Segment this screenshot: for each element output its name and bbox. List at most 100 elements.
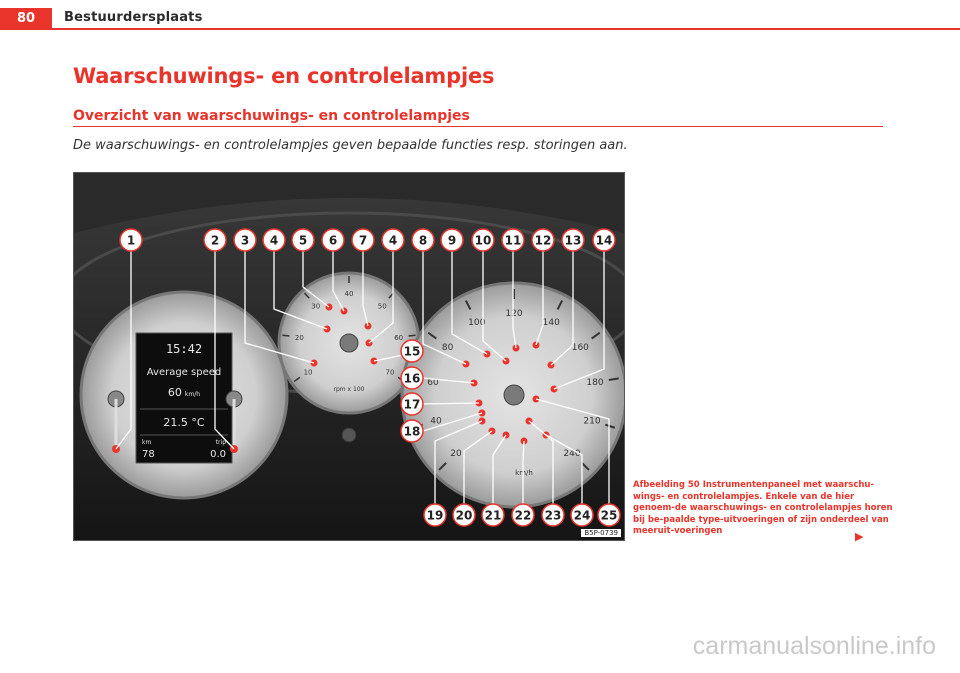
callout-leader-line xyxy=(302,251,330,308)
speedo-hub xyxy=(503,384,525,406)
callout-leader-line xyxy=(535,398,610,504)
lcd-trip-label: trip xyxy=(216,439,226,446)
callout-badge xyxy=(119,228,143,252)
speedometer-tick-mark xyxy=(591,331,601,340)
watermark: carmanualsonline.info xyxy=(692,632,936,660)
speedometer-tick-mark xyxy=(581,462,590,471)
tachometer-tick-label: 50 xyxy=(378,303,387,311)
tachometer-tick-label: 20 xyxy=(295,334,304,342)
speedometer-tick-mark xyxy=(556,300,564,310)
callout-number: 6 xyxy=(329,234,337,248)
callout-badge xyxy=(501,228,525,252)
next-page-arrow-icon: ▶ xyxy=(855,531,864,543)
speedometer-tick-label: 160 xyxy=(572,343,589,353)
callout-leader-line xyxy=(332,251,345,312)
callout-leader-line xyxy=(434,420,483,504)
callout-leader-line xyxy=(214,251,235,450)
callout-badge xyxy=(321,228,345,252)
tachometer-tick-mark xyxy=(303,292,310,299)
callout-leader-line xyxy=(422,251,467,365)
callout-number: 12 xyxy=(535,234,552,248)
callout-number: 2 xyxy=(211,234,219,248)
callout-number: 14 xyxy=(596,234,613,248)
callout-leader-line xyxy=(244,251,315,364)
callout-badge xyxy=(592,228,616,252)
section-rule xyxy=(73,126,883,127)
callout-number: 15 xyxy=(404,345,421,359)
callout-badge xyxy=(400,419,424,443)
callout-number: 1 xyxy=(127,234,135,248)
callout-leader-line xyxy=(422,412,483,432)
speedometer-tick-label: 20 xyxy=(450,449,462,459)
section-title: Overzicht van waarschuwings- en controle… xyxy=(73,108,470,124)
callout-number: 11 xyxy=(505,234,522,248)
callout-number: 22 xyxy=(515,509,532,523)
callout-number: 25 xyxy=(601,509,618,523)
reset-knob xyxy=(341,427,357,443)
callout-number: 17 xyxy=(404,398,421,412)
callout-leader-line xyxy=(463,430,493,504)
speedometer-tick-label: 40 xyxy=(430,416,442,426)
callout-badge xyxy=(400,392,424,416)
lcd-display xyxy=(135,332,233,464)
callout-badge xyxy=(541,503,565,527)
tachometer-tick-mark xyxy=(282,334,290,337)
callout-number: 16 xyxy=(404,372,421,386)
section-name: Bestuurdersplaats xyxy=(64,10,203,25)
callout-leader-line xyxy=(528,420,554,504)
hood-shape xyxy=(74,173,624,233)
callout-leader-line xyxy=(368,251,394,344)
callout-badge xyxy=(203,228,227,252)
callout-leader-line xyxy=(482,251,507,362)
tacho-unit: rpm x 100 xyxy=(334,386,365,393)
callout-badge xyxy=(262,228,286,252)
callout-number: 4 xyxy=(270,234,278,248)
callout-leader-line xyxy=(451,251,488,355)
speedometer-tick-label: 140 xyxy=(543,318,560,328)
callout-number: 3 xyxy=(241,234,249,248)
callout-badge xyxy=(291,228,315,252)
callout-leader-line xyxy=(550,251,574,366)
callout-badge xyxy=(531,228,555,252)
callout-badge xyxy=(381,228,405,252)
callout-leader-line xyxy=(512,251,517,349)
speedometer-tick-label: 100 xyxy=(468,318,485,328)
callout-number: 20 xyxy=(456,509,473,523)
speedometer-tick-label: 240 xyxy=(563,449,580,459)
callout-leader-line xyxy=(535,251,544,346)
speedometer-tick-label: 210 xyxy=(583,416,600,426)
callout-badge xyxy=(400,339,424,363)
speedometer-tick-label: 180 xyxy=(586,378,603,388)
lcd-km-label: km xyxy=(142,439,151,446)
callout-leader-line xyxy=(362,251,369,327)
callout-leader-line xyxy=(422,402,480,405)
figure-caption: Afbeelding 50 Instrumentenpaneel met waa… xyxy=(633,480,893,538)
callout-leader-line xyxy=(553,251,605,390)
speedometer-tick-label: 80 xyxy=(442,343,454,353)
callout-badge xyxy=(440,228,464,252)
callout-number: 24 xyxy=(574,509,591,523)
callout-badge xyxy=(481,503,505,527)
figure-code: B5P-0739 xyxy=(581,529,621,537)
tacho-hub xyxy=(339,333,359,353)
lcd-km-value: 78 xyxy=(142,449,155,460)
tachometer-tick-label: 30 xyxy=(311,303,320,311)
callout-badge xyxy=(561,228,585,252)
callout-badge xyxy=(452,503,476,527)
callout-leader-line xyxy=(492,434,507,504)
lcd-value-unit: km/h xyxy=(185,391,200,398)
callout-badge xyxy=(233,228,257,252)
callout-badge xyxy=(471,228,495,252)
tachometer-tick-label: 60 xyxy=(394,334,403,342)
page-header: 80 Bestuurdersplaats xyxy=(0,0,960,31)
lcd-time: 15:42 xyxy=(166,342,202,356)
callout-number: 7 xyxy=(359,234,367,248)
callout-badge xyxy=(597,503,621,527)
callout-number: 5 xyxy=(299,234,307,248)
callout-leader-line xyxy=(422,377,475,384)
page-number: 80 xyxy=(0,8,52,30)
callout-leader-line xyxy=(522,440,525,504)
